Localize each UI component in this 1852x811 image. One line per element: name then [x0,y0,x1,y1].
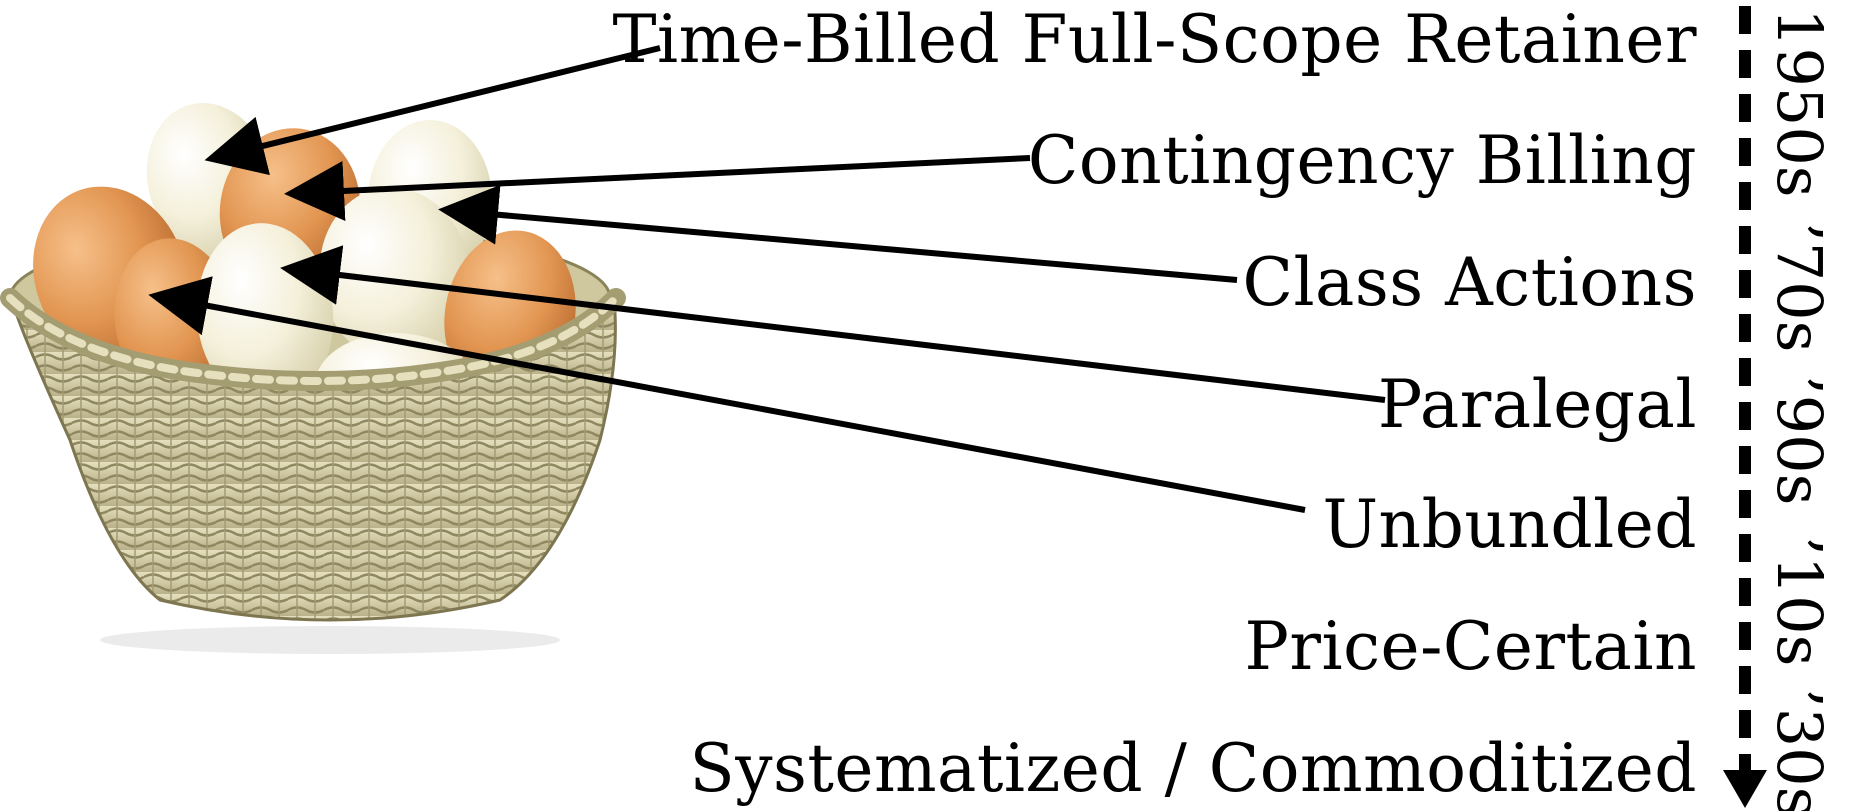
model-label-time-billed: Time-Billed Full-Scope Retainer [612,1,1697,78]
arrow-class-actions [438,184,1238,283]
egg-basket-illustration [0,102,626,654]
timeline-arrow [1723,6,1767,808]
model-label-contingency: Contingency Billing [1027,122,1697,199]
connector-arrows [148,45,1386,513]
model-label-unbundled: Unbundled [1322,486,1697,563]
arrow-contingency [284,155,1031,221]
arrow-unbundled [148,276,1306,513]
era-label-70s: ’70s [1763,222,1836,353]
model-label-price-certain: Price-Certain [1244,608,1697,685]
era-label-90s: ’90s [1763,375,1836,506]
arrow-paralegal [280,245,1386,403]
model-label-paralegal: Paralegal [1377,366,1697,443]
model-label-class-actions: Class Actions [1242,244,1697,321]
era-label-30s: ’30s [1763,688,1836,811]
arrow-time-billed [204,45,661,176]
era-label-1950s: 1950s [1763,8,1836,198]
era-label-10s: ’10s [1763,536,1836,667]
model-label-systematized: Systematized / Commoditized [689,730,1697,807]
